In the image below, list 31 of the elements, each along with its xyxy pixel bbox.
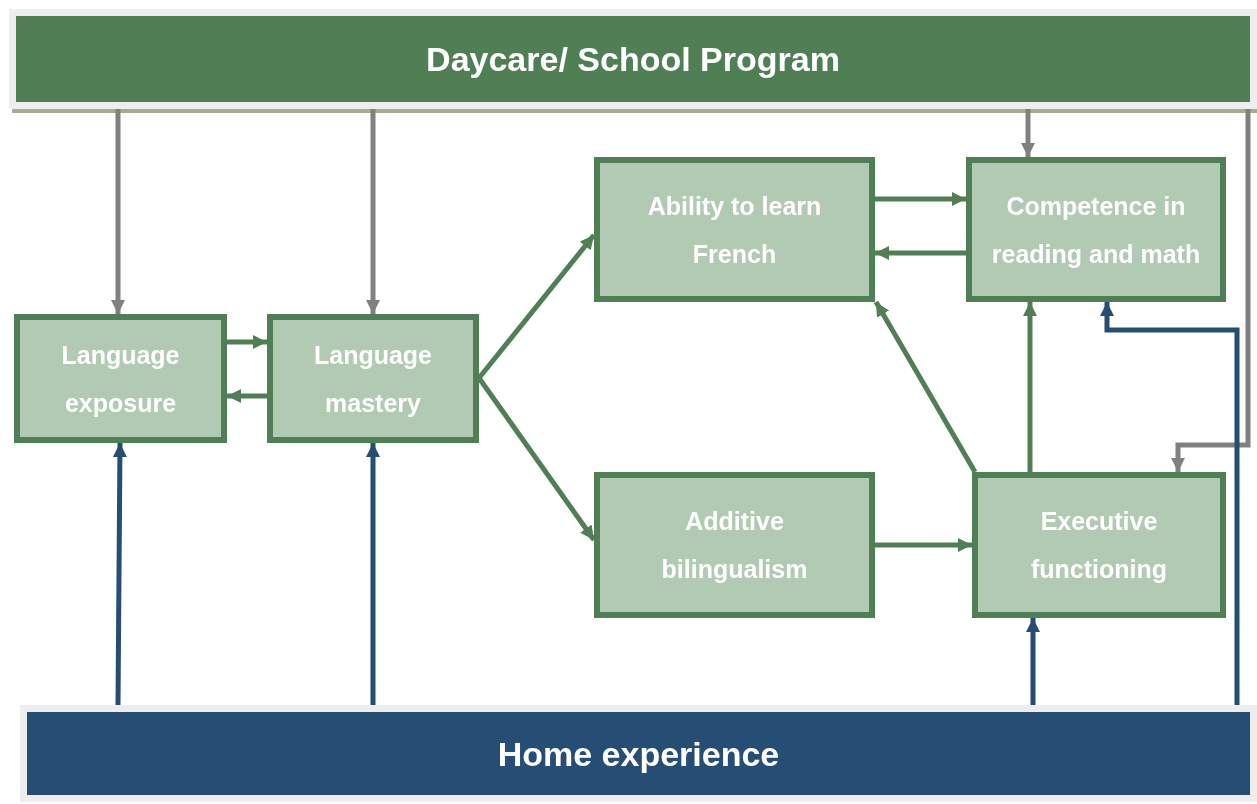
node-label: Daycare/ School Program: [425, 39, 841, 79]
arrow: [1021, 109, 1035, 157]
arrow: [873, 300, 978, 474]
concept-box: [966, 157, 1226, 302]
arrow: [1171, 109, 1251, 472]
arrow: [1023, 302, 1037, 472]
band-footer: [20, 705, 1257, 802]
arrow: [875, 246, 966, 260]
concept-box: [594, 157, 875, 302]
arrow: [227, 389, 267, 403]
concept-box: [14, 314, 227, 443]
arrow: [366, 109, 380, 314]
node-label: Executive functioning: [1029, 506, 1169, 585]
node-label: Additive bilingualism: [660, 506, 809, 585]
concept-box: [594, 472, 875, 618]
arrow: [1026, 618, 1040, 705]
arrow: [111, 109, 125, 314]
arrow: [875, 192, 966, 206]
node-label: Language mastery: [312, 339, 434, 419]
arrow: [366, 443, 380, 705]
node-label: Language exposure: [60, 339, 181, 419]
arrow: [1100, 302, 1240, 705]
concept-box: [267, 314, 479, 443]
node-label: Home experience: [496, 733, 781, 774]
band-header: [9, 9, 1257, 109]
arrow: [875, 538, 972, 552]
concept-box: [972, 472, 1226, 618]
arrow: [227, 335, 267, 349]
node-label: Competence in reading and math: [990, 190, 1202, 270]
arrow: [112, 443, 127, 705]
node-label: Ability to learn French: [646, 190, 823, 270]
